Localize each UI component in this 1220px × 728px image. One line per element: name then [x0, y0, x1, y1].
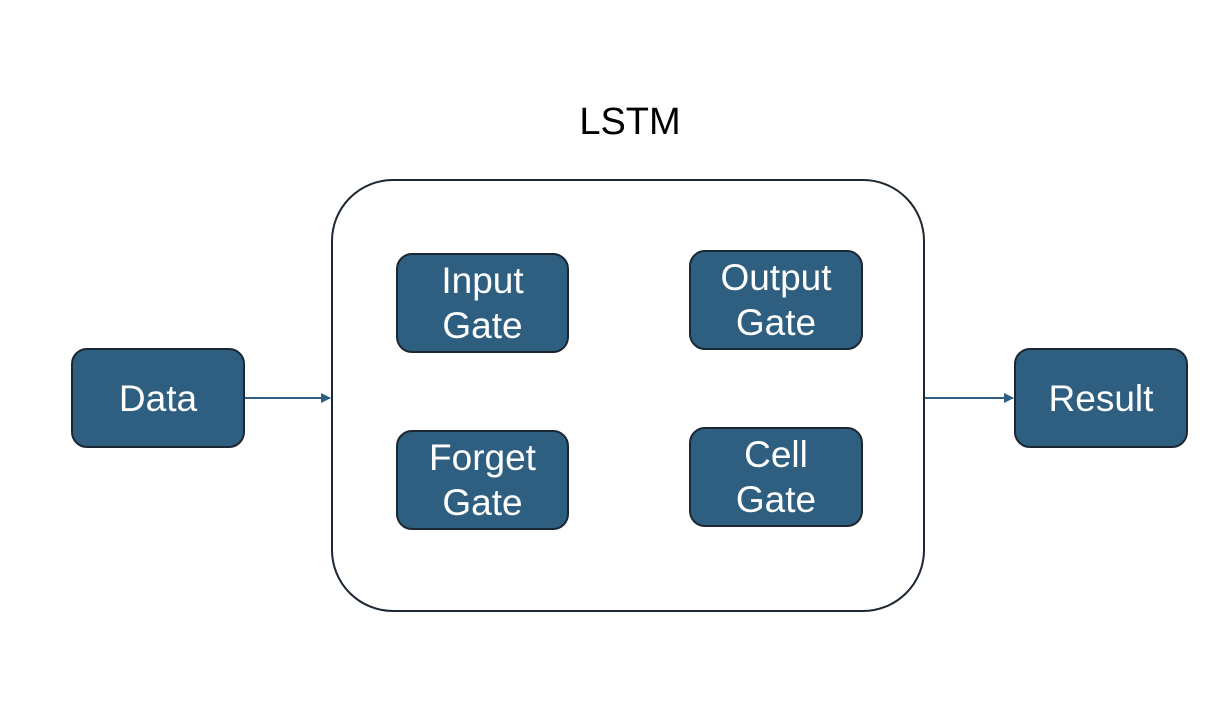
output-gate-label-line1: Output — [720, 257, 832, 298]
lstm-container — [331, 179, 925, 612]
input-gate-label-line2: Gate — [442, 305, 523, 346]
cell-gate-label-line2: Gate — [735, 479, 817, 520]
cell-gate-label-line1: Cell — [744, 434, 808, 475]
cell-gate-node: Cell Gate — [689, 427, 863, 527]
input-gate-label-line1: Input — [441, 260, 524, 301]
forget-gate-node: Forget Gate — [396, 430, 569, 530]
input-gate-node: Input Gate — [396, 253, 569, 353]
data-node-label: Data — [118, 377, 198, 419]
forget-gate-label-line2: Gate — [442, 482, 523, 523]
result-node: Result — [1014, 348, 1188, 448]
output-gate-node: Output Gate — [689, 250, 863, 350]
diagram-title: LSTM — [579, 101, 681, 143]
result-node-label: Result — [1048, 377, 1154, 419]
forget-gate-label-line1: Forget — [429, 437, 536, 478]
output-gate-label-line2: Gate — [735, 302, 817, 343]
data-node: Data — [71, 348, 245, 448]
